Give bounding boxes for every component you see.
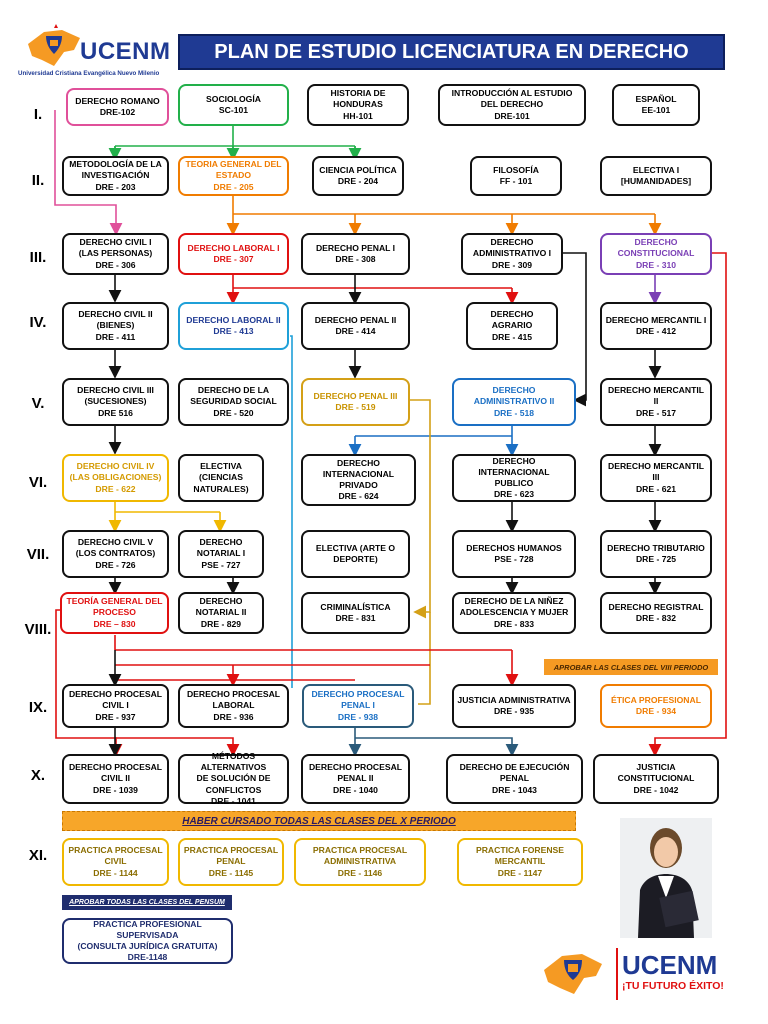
period-label: XI. (28, 847, 48, 864)
course-practica-mercantil[interactable]: PRACTICA FORENSE MERCANTIL DRE - 1147 (457, 838, 583, 886)
page-title: PLAN DE ESTUDIO LICENCIATURA EN DERECHO (178, 34, 725, 70)
course-laboral-1[interactable]: DERECHO LABORAL I DRE - 307 (178, 233, 289, 275)
course-civil-1[interactable]: DERECHO CIVIL I (LAS PERSONAS) DRE - 306 (62, 233, 169, 275)
course-civil-4[interactable]: DERECHO CIVIL IV (LAS OBLIGACIONES) DRE … (62, 454, 169, 502)
course-internacional-publico[interactable]: DERECHO INTERNACIONAL PUBLICO DRE - 623 (452, 454, 576, 502)
course-procesal-penal-2[interactable]: DERECHO PROCESAL PENAL II DRE - 1040 (301, 754, 410, 804)
ucenm-logo: UCENM Universidad Cristiana Evangélica N… (18, 20, 178, 84)
course-penal-3[interactable]: DERECHO PENAL III DRE - 519 (301, 378, 410, 426)
course-procesal-civil-1[interactable]: DERECHO PROCESAL CIVIL I DRE - 937 (62, 684, 169, 728)
period-label: V. (31, 395, 45, 412)
course-ciencia-politica[interactable]: CIENCIA POLÍTICA DRE - 204 (312, 156, 404, 196)
footer-brand: UCENM (622, 950, 718, 980)
course-sociologia[interactable]: SOCIOLOGÍA SC-101 (178, 84, 289, 126)
course-electiva-humanidades[interactable]: ELECTIVA I [HUMANIDADES] (600, 156, 712, 196)
period-label: II. (31, 172, 45, 189)
period-label: X. (30, 767, 46, 784)
period-label: VII. (26, 546, 50, 563)
course-notarial-2[interactable]: DERECHO NOTARIAL II DRE - 829 (178, 592, 264, 634)
course-criminalistica[interactable]: CRIMINALÍSTICA DRE - 831 (301, 592, 410, 634)
course-registral[interactable]: DERECHO REGISTRAL DRE - 832 (600, 592, 712, 634)
course-practica-supervisada[interactable]: PRACTICA PROFESIONAL SUPERVISADA (CONSUL… (62, 918, 233, 964)
course-tributario[interactable]: DERECHO TRIBUTARIO DRE - 725 (600, 530, 712, 578)
course-procesal-penal-1[interactable]: DERECHO PROCESAL PENAL I DRE - 938 (302, 684, 414, 728)
course-electiva-arte[interactable]: ELECTIVA (ARTE O DEPORTE) (301, 530, 410, 578)
course-internacional-privado[interactable]: DERECHO INTERNACIONAL PRIVADO DRE - 624 (301, 454, 416, 506)
course-civil-3[interactable]: DERECHO CIVIL III (SUCESIONES) DRE 516 (62, 378, 169, 426)
course-practica-administrativa[interactable]: PRACTICA PROCESAL ADMINISTRATIVA DRE - 1… (294, 838, 426, 886)
course-administrativo-1[interactable]: DERECHO ADMINISTRATIVO I DRE - 309 (461, 233, 563, 275)
course-civil-2[interactable]: DERECHO CIVIL II (BIENES) DRE - 411 (62, 302, 169, 350)
course-teoria-estado[interactable]: TEORIA GENERAL DEL ESTADO DRE - 205 (178, 156, 289, 196)
period-label: VI. (28, 474, 48, 491)
course-notarial-1[interactable]: DERECHO NOTARIAL I PSE - 727 (178, 530, 264, 578)
course-penal-1[interactable]: DERECHO PENAL I DRE - 308 (301, 233, 410, 275)
course-laboral-2[interactable]: DERECHO LABORAL II DRE - 413 (178, 302, 289, 350)
course-justicia-constitucional[interactable]: JUSTICIA CONSTITUCIONAL DRE - 1042 (593, 754, 719, 804)
course-mercantil-1[interactable]: DERECHO MERCANTIL I DRE - 412 (600, 302, 712, 350)
course-mercantil-2[interactable]: DERECHO MERCANTIL II DRE - 517 (600, 378, 712, 426)
course-etica-profesional[interactable]: ÉTICA PROFESIONAL DRE - 934 (600, 684, 712, 728)
honduras-map-logo-icon (28, 24, 80, 66)
course-practica-civil[interactable]: PRACTICA PROCESAL CIVIL DRE - 1144 (62, 838, 169, 886)
course-historia-honduras[interactable]: HISTORIA DE HONDURAS HH-101 (307, 84, 409, 126)
course-seguridad-social[interactable]: DERECHO DE LA SEGURIDAD SOCIAL DRE - 520 (178, 378, 289, 426)
course-introduccion-derecho[interactable]: INTRODUCCIÓN AL ESTUDIO DEL DERECHO DRE-… (438, 84, 586, 126)
course-practica-penal[interactable]: PRACTICA PROCESAL PENAL DRE - 1145 (178, 838, 284, 886)
footer-slogan: ¡TU FUTURO ÉXITO! (622, 980, 724, 992)
honduras-map-logo-icon (544, 954, 602, 994)
course-agrario[interactable]: DERECHO AGRARIO DRE - 415 (466, 302, 558, 350)
student-photo (620, 818, 712, 938)
course-mercantil-3[interactable]: DERECHO MERCANTIL III DRE - 621 (600, 454, 712, 502)
period-label: III. (29, 249, 47, 266)
period-label: IV. (29, 314, 47, 331)
course-derechos-humanos[interactable]: DERECHOS HUMANOS PSE - 728 (452, 530, 576, 578)
course-derecho-romano[interactable]: DERECHO ROMANO DRE-102 (66, 88, 169, 126)
course-metodos-alternativos[interactable]: MÉTODOS ALTERNATIVOS DE SOLUCIÓN DE CONF… (178, 751, 289, 806)
course-electiva-ciencias[interactable]: ELECTIVA (CIENCIAS NATURALES) (178, 454, 264, 502)
course-administrativo-2[interactable]: DERECHO ADMINISTRATIVO II DRE - 518 (452, 378, 576, 426)
course-penal-2[interactable]: DERECHO PENAL II DRE - 414 (301, 302, 410, 350)
course-procesal-civil-2[interactable]: DERECHO PROCESAL CIVIL II DRE - 1039 (62, 754, 169, 804)
course-teoria-proceso[interactable]: TEORÍA GENERAL DEL PROCESO DRE – 830 (60, 592, 169, 634)
course-ejecucion-penal[interactable]: DERECHO DE EJECUCIÓN PENAL DRE - 1043 (446, 754, 583, 804)
course-procesal-laboral[interactable]: DERECHO PROCESAL LABORAL DRE - 936 (178, 684, 289, 728)
logo-subtitle: Universidad Cristiana Evangélica Nuevo M… (18, 70, 160, 77)
course-constitucional[interactable]: DERECHO CONSTITUCIONAL DRE - 310 (600, 233, 712, 275)
course-justicia-administrativa[interactable]: JUSTICIA ADMINISTRATIVA DRE - 935 (452, 684, 576, 728)
footer-divider (616, 948, 618, 1000)
period-label: I. (33, 106, 43, 123)
course-civil-5[interactable]: DERECHO CIVIL V (LOS CONTRATOS) DRE - 72… (62, 530, 169, 578)
footer-logo: UCENM ¡TU FUTURO ÉXITO! (540, 944, 724, 1004)
note-x-required: HABER CURSADO TODAS LAS CLASES DEL X PER… (62, 811, 576, 831)
logo-name: UCENM (80, 38, 171, 65)
course-ninez-mujer[interactable]: DERECHO DE LA NIÑEZ ADOLESCENCIA Y MUJER… (452, 592, 576, 634)
course-metodologia[interactable]: METODOLOGÍA DE LA INVESTIGACIÓN DRE - 20… (62, 156, 169, 196)
period-label: IX. (28, 699, 48, 716)
note-all-required: APROBAR TODAS LAS CLASES DEL PENSUM (62, 895, 232, 910)
period-label: VIII. (24, 621, 52, 638)
note-viii-required: APROBAR LAS CLASES DEL VIII PERIODO (544, 659, 718, 675)
course-filosofia[interactable]: FILOSOFÍA FF - 101 (470, 156, 562, 196)
course-espanol[interactable]: ESPAÑOL EE-101 (612, 84, 700, 126)
